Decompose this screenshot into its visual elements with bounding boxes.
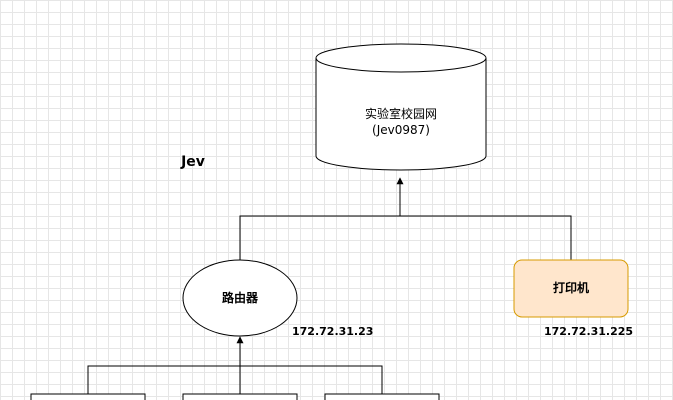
printer-ip-label: 172.72.31.225 xyxy=(544,325,633,338)
printer-box xyxy=(513,259,629,318)
database-node[interactable]: 实验室校园网 (Jev0987) xyxy=(315,43,487,171)
edges xyxy=(87,177,572,394)
edge-lan-bus[interactable] xyxy=(87,365,383,394)
printer-node[interactable]: 打印机 xyxy=(513,259,629,318)
diagram-title: Jev xyxy=(180,154,205,170)
database-cylinder-body xyxy=(315,58,487,171)
database-cylinder-top xyxy=(315,43,487,73)
edge-router-to-database[interactable] xyxy=(239,177,404,260)
lan-node-left[interactable] xyxy=(30,393,146,400)
printer-label: 打印机 xyxy=(553,280,589,295)
router-ip-label: 172.72.31.23 xyxy=(292,325,373,338)
edge-printer-to-bus[interactable] xyxy=(400,215,572,260)
lan-node-right[interactable] xyxy=(324,393,440,400)
database-label-line2: (Jev0987) xyxy=(372,123,430,137)
lan-node-center[interactable] xyxy=(182,393,298,400)
database-label-line1: 实验室校园网 xyxy=(365,106,437,121)
lan-nodes xyxy=(30,393,440,400)
router-node[interactable]: 路由器 xyxy=(182,259,298,337)
router-ellipse xyxy=(182,259,298,337)
router-label: 路由器 xyxy=(222,290,259,305)
